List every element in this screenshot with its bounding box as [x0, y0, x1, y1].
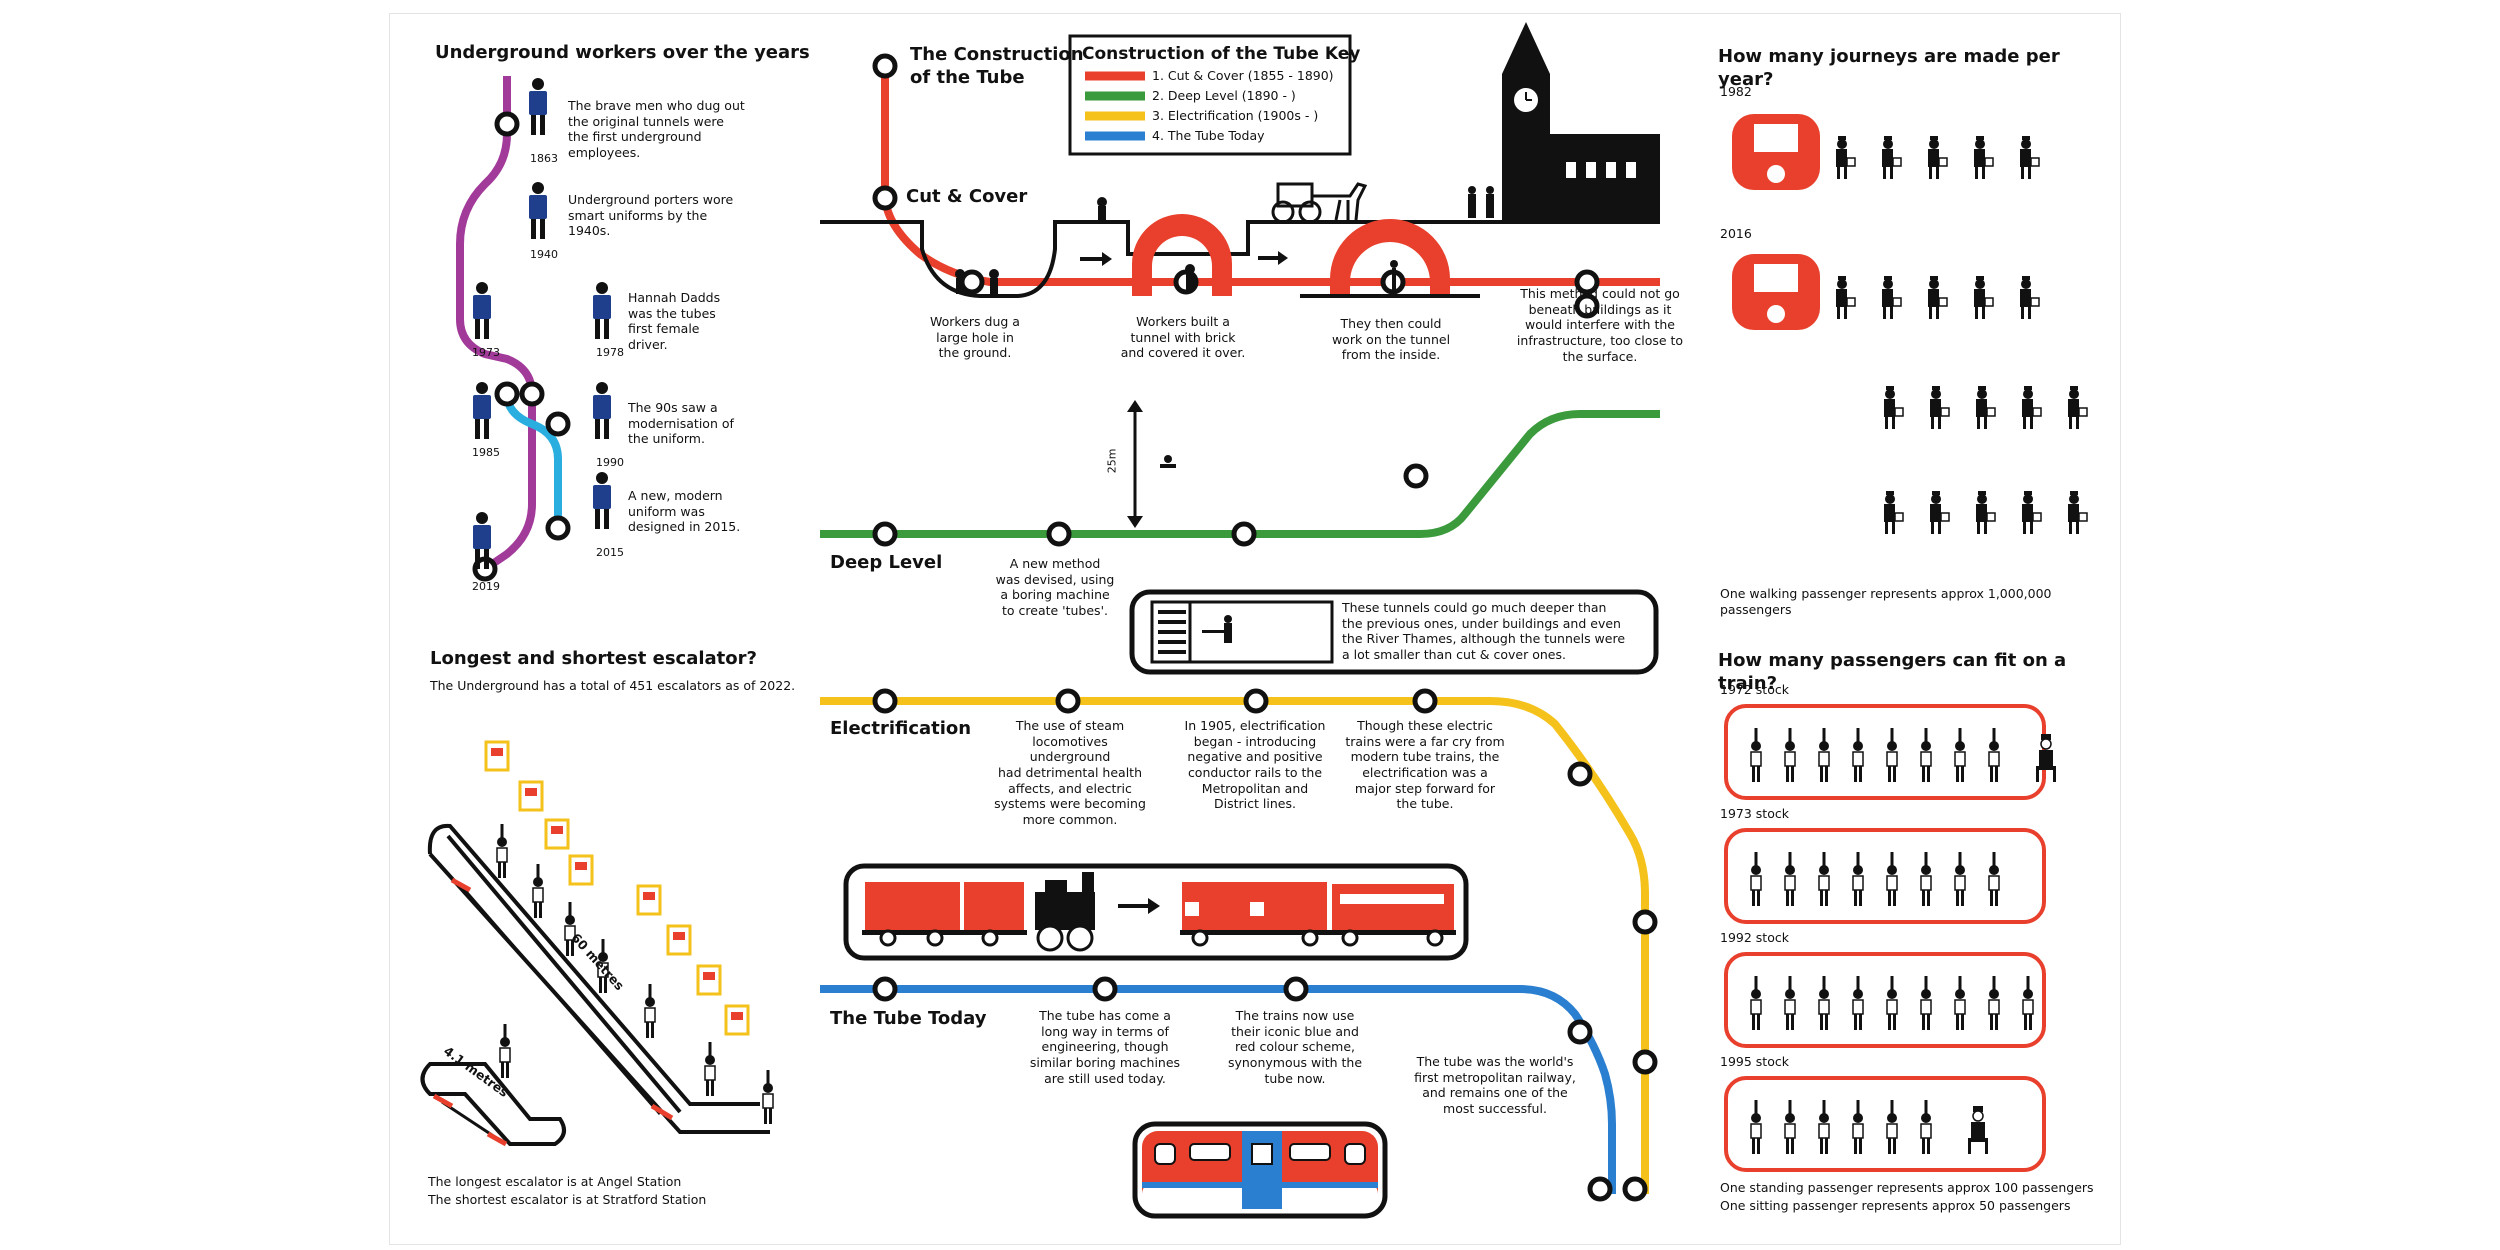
- walking-passenger-icon: [1929, 490, 1950, 535]
- walking-passenger-icon: [2067, 490, 2088, 535]
- deep-depth-label: 25m: [1105, 448, 1119, 474]
- capacity-note-sitting: One sitting passenger represents approx …: [1720, 1198, 2071, 1213]
- walking-passenger-icon: [2067, 385, 2088, 430]
- walking-passenger-icon: [1927, 135, 1948, 180]
- stock-label-1973: 1973 stock: [1720, 806, 1789, 821]
- walking-passenger-icon: [1835, 275, 1856, 320]
- workers-title: Underground workers over the years: [435, 42, 810, 63]
- escalator-title: Longest and shortest escalator?: [430, 648, 757, 669]
- construction-title: The Construction of the Tube: [910, 44, 1084, 88]
- walking-passenger-icon: [1973, 275, 1994, 320]
- infographic-sheet: Underground workers over the years The b…: [390, 14, 2120, 1244]
- walking-passenger-icon: [2019, 135, 2040, 180]
- label-electrification: Electrification: [830, 718, 972, 739]
- worker-text-2015: A new, modern uniform was designed in 20…: [628, 488, 741, 535]
- walking-passenger-icon: [2021, 490, 2042, 535]
- today-step-3: The tube was the world's first metropoli…: [1414, 1054, 1576, 1116]
- escalator-footer-longest: The longest escalator is at Angel Statio…: [428, 1174, 682, 1189]
- cut-step-3: They then could work on the tunnel from …: [1331, 316, 1451, 363]
- stock-label-1995: 1995 stock: [1720, 1054, 1789, 1069]
- worker-year-1973: 1973: [472, 346, 500, 359]
- elec-step-3: Though these electric trains were a far …: [1345, 718, 1505, 812]
- journeys-year-1982: 1982: [1720, 84, 1752, 99]
- worker-text-1863: The brave men who dug out the original t…: [568, 98, 745, 160]
- walking-passenger-icon: [1883, 385, 1904, 430]
- walking-passenger-icon: [1881, 275, 1902, 320]
- key-title: Construction of the Tube Key: [1082, 44, 1361, 64]
- worker-text-1990: The 90s saw a modernisation of the unifo…: [628, 400, 734, 447]
- walking-passenger-icon: [1883, 490, 1904, 535]
- walking-passenger-icon: [2019, 275, 2040, 320]
- walking-passenger-icon: [1881, 135, 1902, 180]
- elec-step-2: In 1905, electrification began - introdu…: [1184, 718, 1326, 812]
- capacity-note-standing: One standing passenger represents approx…: [1720, 1180, 2094, 1195]
- cut-step-4: This method could not go beneath buildin…: [1516, 286, 1684, 364]
- worker-year-1940: 1940: [530, 248, 558, 261]
- train-outline: [1724, 952, 2046, 1048]
- escalator-subtitle: The Underground has a total of 451 escal…: [430, 678, 796, 693]
- worker-text-1940: Underground porters wore smart uniforms …: [568, 192, 734, 239]
- worker-year-2015: 2015: [596, 546, 624, 559]
- label-cut-cover: Cut & Cover: [906, 186, 1028, 207]
- worker-year-2019: 2019: [472, 580, 500, 593]
- worker-year-1978: 1978: [596, 346, 624, 359]
- diagram-graphics: [420, 22, 2088, 1219]
- key-tube-today: 4. The Tube Today: [1152, 128, 1265, 143]
- worker-year-1990: 1990: [596, 456, 624, 469]
- key-electrification: 3. Electrification (1900s - ): [1152, 108, 1319, 123]
- cut-step-1: Workers dug a large hole in the ground.: [930, 314, 1020, 361]
- walking-passenger-icon: [1973, 135, 1994, 180]
- walking-passenger-icon: [1929, 385, 1950, 430]
- train-outline: [1724, 1076, 2046, 1172]
- walking-passenger-icon: [1927, 275, 1948, 320]
- walking-passenger-icon: [1835, 135, 1856, 180]
- key-cut-cover: 1. Cut & Cover (1855 - 1890): [1152, 68, 1334, 83]
- worker-text-1978: Hannah Dadds was the tubes first female …: [628, 290, 721, 352]
- worker-year-1985: 1985: [472, 446, 500, 459]
- capacity-title: How many passengers can fit on a train?: [1718, 650, 2067, 694]
- stock-label-1972: 1972 stock: [1720, 682, 1789, 697]
- key-deep-level: 2. Deep Level (1890 - ): [1152, 88, 1296, 103]
- elec-step-1: The use of steam locomotives underground…: [994, 718, 1146, 827]
- today-step-2: The trains now use their iconic blue and…: [1227, 1008, 1363, 1086]
- journeys-year-2016: 2016: [1720, 226, 1752, 241]
- walking-passenger-icon: [1975, 385, 1996, 430]
- walking-passenger-icon: [1975, 490, 1996, 535]
- today-step-1: The tube has come a long way in terms of…: [1029, 1008, 1181, 1086]
- cut-step-2: Workers built a tunnel with brick and co…: [1120, 314, 1246, 361]
- worker-year-1863: 1863: [530, 152, 558, 165]
- stock-label-1992: 1992 stock: [1720, 930, 1789, 945]
- deep-step-1: A new method was devised, using a boring…: [995, 556, 1115, 618]
- label-tube-today: The Tube Today: [830, 1008, 987, 1029]
- journeys-note: One walking passenger represents approx …: [1720, 586, 2052, 617]
- label-deep-level: Deep Level: [830, 552, 943, 573]
- deep-step-2: These tunnels could go much deeper than …: [1342, 600, 1626, 662]
- journeys-title: How many journeys are made per year?: [1718, 46, 2060, 90]
- escalator-footer-shortest: The shortest escalator is at Stratford S…: [428, 1192, 707, 1207]
- walking-passenger-icon: [2021, 385, 2042, 430]
- train-outline: [1724, 828, 2046, 924]
